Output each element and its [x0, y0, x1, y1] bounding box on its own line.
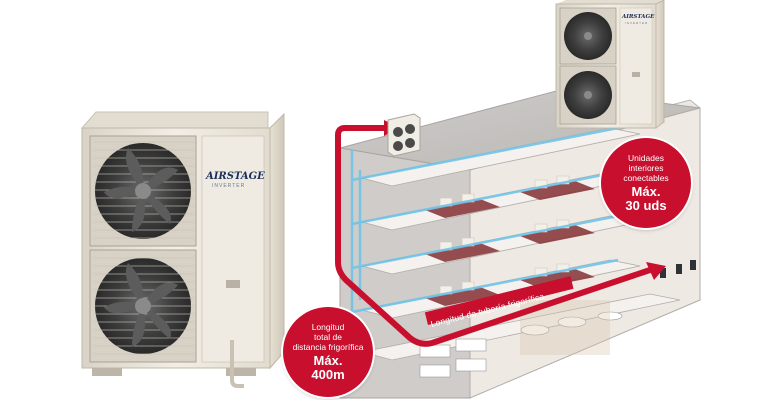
callout-length-line3: distancia frigorífica [292, 342, 364, 352]
callout-units-line2: interiores [628, 163, 664, 173]
max-indoor-units-callout: Unidades interiores conectables Máx. 30 … [601, 138, 691, 228]
callout-units-value: Máx. [631, 184, 661, 199]
pipe-arrow-head [646, 262, 666, 280]
rooftop-unit [387, 113, 421, 157]
callout-length-value2: 400m [311, 367, 345, 382]
callout-length-line2: total de [314, 332, 342, 342]
fan-grille-upper [89, 135, 197, 247]
callout-length-value: Máx. [313, 353, 343, 368]
refrigerant-pipe-main [335, 125, 653, 347]
pipe-label-band [424, 276, 574, 325]
brand-logo-large: AIRSTAGE [206, 171, 265, 182]
callout-units-line3: conectables [623, 173, 669, 183]
refrigerant-pipes-indoor [350, 126, 619, 318]
callout-length-line1: Longitud [311, 322, 345, 332]
brand-logo-small: AIRSTAGE [622, 14, 655, 20]
callout-units-value2: 30 uds [625, 198, 667, 213]
outdoor-unit-large [80, 111, 285, 388]
max-pipe-length-callout: Longitud total de distancia frigorífica … [283, 307, 373, 397]
callout-units-line1: Unidades [628, 153, 664, 163]
outdoor-unit-small [555, 0, 665, 129]
series-label-small: INVERTER [625, 21, 649, 25]
fan-grille-lower [89, 249, 197, 363]
series-label-large: INVERTER [212, 183, 246, 189]
